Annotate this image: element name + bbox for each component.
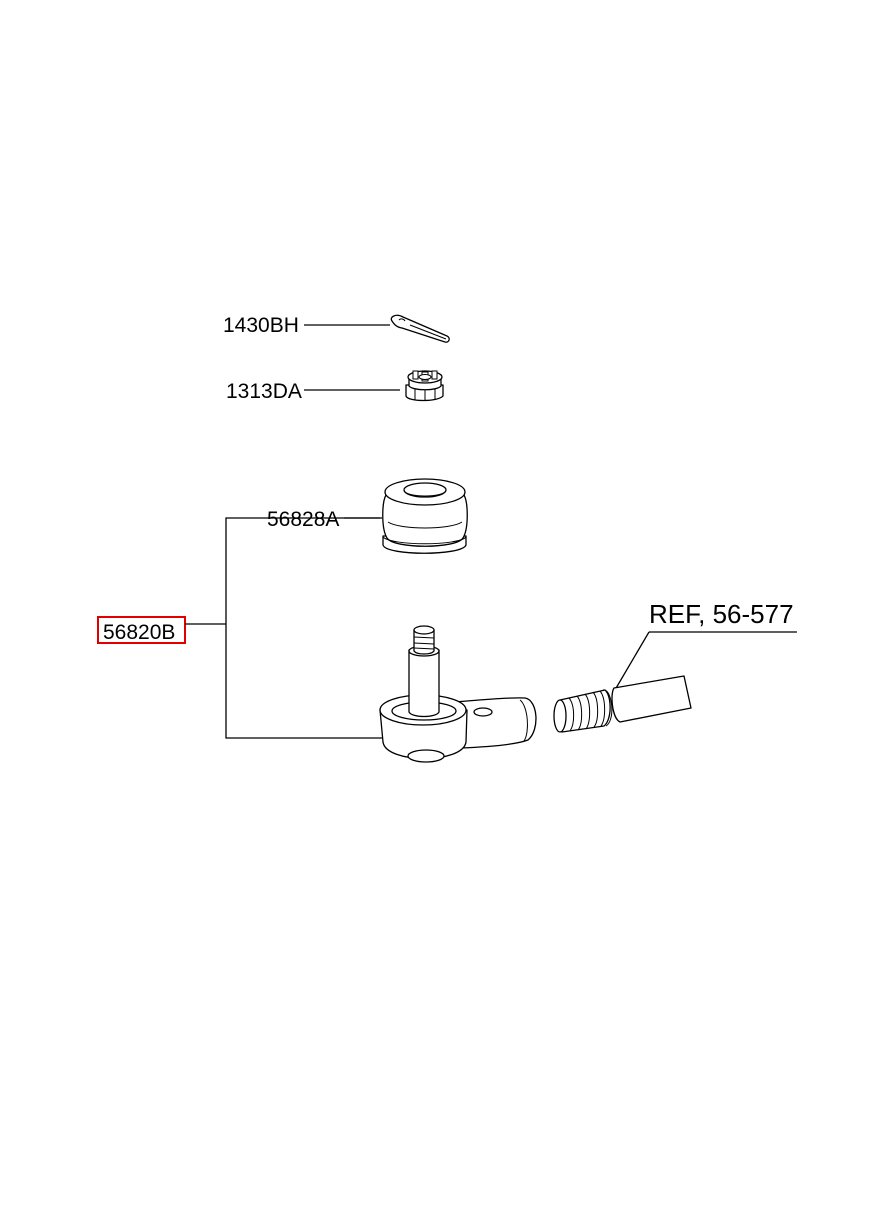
castle-nut-callout[interactable]: 1313DA [226,380,400,403]
cotter-pin-callout[interactable]: 1430BH [223,314,390,337]
part-label-56820b[interactable]: 56820B [103,621,175,644]
reference-label[interactable]: REF, 56-577 [649,599,794,629]
cotter-pin-icon [390,314,450,343]
highlight-box [97,616,186,644]
reference-leader-line [611,631,650,696]
reference-callout[interactable]: REF, 56-577 [611,599,797,696]
dust-boot-callout[interactable]: 56828A [267,508,382,531]
castle-nut-icon [405,370,444,402]
tie-rod-end-icon [379,625,537,763]
assembly-bracket [225,517,382,739]
part-label-1430bh[interactable]: 1430BH [223,314,299,337]
part-label-56828a[interactable]: 56828A [267,508,339,531]
part-label-1313da[interactable]: 1313DA [226,380,302,403]
tie-rod-icon [553,675,692,733]
dust-boot-icon [382,478,468,554]
tie-rod-end-callout[interactable]: 56820B [97,517,382,739]
